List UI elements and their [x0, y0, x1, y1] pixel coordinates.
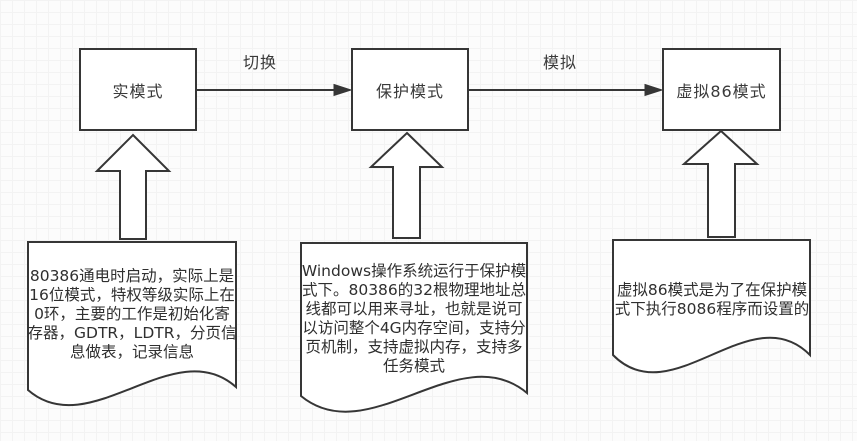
edge-switch	[197, 83, 353, 97]
node-protected-mode-label: 保护模式	[375, 81, 444, 101]
edge-label-simulate: 模拟	[542, 53, 577, 72]
block-arrow-up-1	[94, 133, 172, 240]
arrow-right-icon	[333, 83, 353, 97]
node-virtual-86-mode-label: 虚拟86模式	[676, 81, 767, 101]
node-real-mode: 实模式	[79, 48, 197, 131]
node-virtual-86-mode: 虚拟86模式	[662, 48, 781, 131]
document-shape-1	[27, 241, 237, 407]
block-arrow-up-3	[681, 129, 760, 238]
document-shape-3	[612, 239, 811, 374]
edge-simulate	[469, 83, 664, 97]
node-protected-mode: 保护模式	[351, 48, 469, 131]
document-shape-2	[300, 242, 528, 413]
block-arrow-up-2	[368, 131, 445, 239]
note-text-real-mode: 80386通电时启动，实际上是 16位模式，特权等级实际上在 0环，主要的工作是…	[27, 267, 237, 361]
edge-label-switch: 切换	[242, 53, 277, 72]
arrow-right-icon	[644, 83, 664, 97]
note-text-virtual-86-mode: 虚拟86模式是为了在保护模 式下执行8086程序而设置的	[614, 281, 810, 318]
note-text-protected-mode: Windows操作系统运行于保护模 式下。80386的32根物理地址总 线都可以…	[301, 262, 527, 375]
node-real-mode-label: 实模式	[112, 81, 164, 101]
